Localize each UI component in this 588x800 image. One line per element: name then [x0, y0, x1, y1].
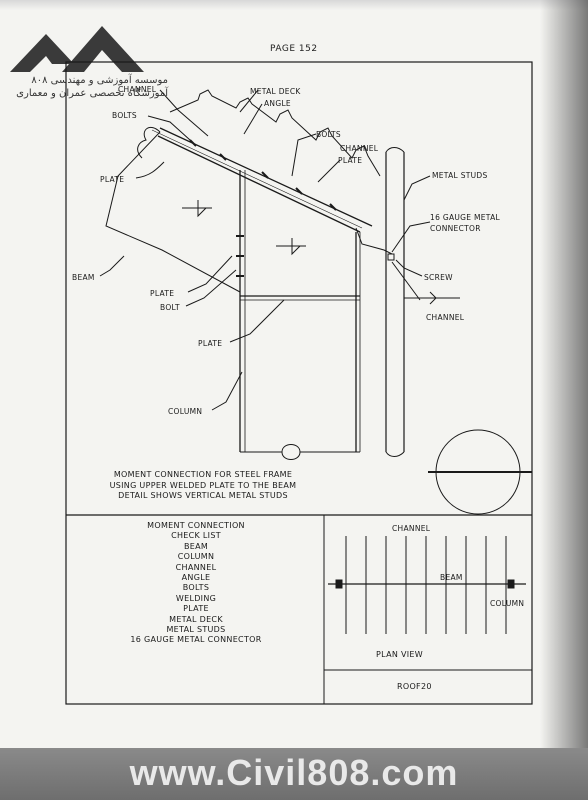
weld-symbol-right [276, 238, 306, 256]
label-channel-top: CHANNEL [118, 85, 157, 94]
channel-arrow [429, 291, 437, 305]
stud-top-break [385, 147, 405, 153]
weld-symbol-left [182, 200, 212, 218]
label-plate-lower: PLATE [150, 289, 174, 298]
check-list: MOMENT CONNECTION CHECK LIST BEAM COLUMN… [70, 521, 322, 646]
caption-line-1: MOMENT CONNECTION FOR STEEL FRAME [113, 470, 293, 479]
caption-line-2: USING UPPER WELDED PLATE TO THE BEAM [109, 480, 297, 490]
stud-bottom-break [385, 451, 405, 457]
label-connector-2: CONNECTOR [430, 224, 481, 233]
label-channel-lower: CHANNEL [426, 313, 465, 322]
checklist-item: CHANNEL [175, 562, 217, 572]
leader-plate-lower [187, 255, 233, 293]
beam-break-line [137, 127, 161, 159]
checklist-item: ANGLE [181, 573, 211, 583]
bolt-2 [219, 153, 227, 161]
bolt-5 [329, 203, 337, 211]
checklist-item: WELDING [175, 593, 217, 603]
connector [355, 227, 393, 255]
label-screw: SCREW [424, 273, 453, 282]
leader-screw [395, 259, 423, 277]
leader-plate-mid [317, 159, 341, 183]
leader-channel-top [159, 89, 209, 137]
leader-metal-studs [403, 175, 431, 201]
checklist-item: METAL STUDS [166, 625, 226, 635]
leader-plate-left [135, 161, 165, 179]
plan-view-channels [345, 536, 507, 634]
leader-bolt [185, 269, 237, 307]
caption-line-3: DETAIL SHOWS VERTICAL METAL STUDS [118, 491, 288, 500]
leader-angle [243, 103, 263, 135]
logo-line-2: آموزشگاه تخصصی عمران و معماری [16, 88, 168, 99]
reference-code: ROOF20 [397, 682, 432, 691]
plan-label-channel: CHANNEL [392, 524, 431, 533]
detail-caption: MOMENT CONNECTION FOR STEEL FRAME USING … [78, 470, 328, 502]
label-metal-deck: METAL DECK [250, 87, 301, 96]
checklist-item: CHECK LIST [171, 531, 221, 541]
plan-column-right [507, 579, 515, 589]
leader-metal-deck [239, 89, 259, 113]
label-bolt: BOLT [160, 303, 180, 312]
checklist-item: BEAM [183, 541, 209, 551]
sloped-beam-bottom [157, 135, 361, 233]
plan-view-title: PLAN VIEW [376, 650, 423, 659]
label-bolts-right: BOLTS [316, 130, 341, 139]
label-beam: BEAM [72, 273, 95, 282]
label-metal-studs: METAL STUDS [432, 171, 488, 180]
label-plate-mid: PLATE [338, 156, 362, 165]
footer-band [0, 748, 588, 800]
label-column: COLUMN [168, 407, 202, 416]
page-edge-shadow [540, 0, 588, 800]
checklist-item: 16 GAUGE METAL CONNECTOR [130, 635, 262, 645]
bolt-3 [261, 171, 269, 179]
label-connector-1: 16 GAUGE METAL [430, 213, 501, 222]
logo-line-1: موسسه آموزشی و مهندسی ۸۰۸ [31, 75, 168, 86]
column-break-line [240, 444, 360, 460]
label-plate-bottom: PLATE [198, 339, 222, 348]
leader-connector [391, 221, 431, 253]
plan-label-column: COLUMN [490, 599, 524, 608]
plan-column-left [335, 579, 343, 589]
leader-bolts-left [147, 115, 191, 141]
checklist-item: BOLTS [182, 583, 210, 593]
beam-section [105, 131, 241, 293]
top-strip [0, 0, 588, 10]
leader-column [211, 371, 243, 411]
page-label: PAGE 152 [270, 44, 318, 54]
drawing-border [65, 61, 533, 705]
plan-label-beam: BEAM [440, 573, 463, 582]
checklist-item: MOMENT CONNECTION [147, 521, 245, 530]
checklist-item: PLATE [183, 604, 209, 614]
label-plate-left: PLATE [100, 175, 124, 184]
label-angle: ANGLE [264, 99, 291, 108]
bolt-4 [295, 187, 303, 195]
leader-bolts-right [291, 133, 317, 177]
label-channel-mid: CHANNEL [340, 144, 379, 153]
screw [387, 253, 395, 261]
footer-watermark: www.Civil808.com [129, 752, 459, 793]
label-bolts-left: BOLTS [112, 111, 137, 120]
bolt-1 [189, 139, 197, 147]
leader-plate-bottom [229, 299, 285, 343]
leader-beam [99, 255, 125, 277]
checklist-item: METAL DECK [169, 614, 223, 624]
metal-deck [169, 89, 381, 177]
channel-leader [391, 261, 421, 301]
checklist-item: COLUMN [177, 552, 215, 562]
logo-mark [10, 26, 144, 72]
logo-text: موسسه آموزشی و مهندسی ۸۰۸ آموزشگاه تخصصی… [8, 74, 168, 100]
